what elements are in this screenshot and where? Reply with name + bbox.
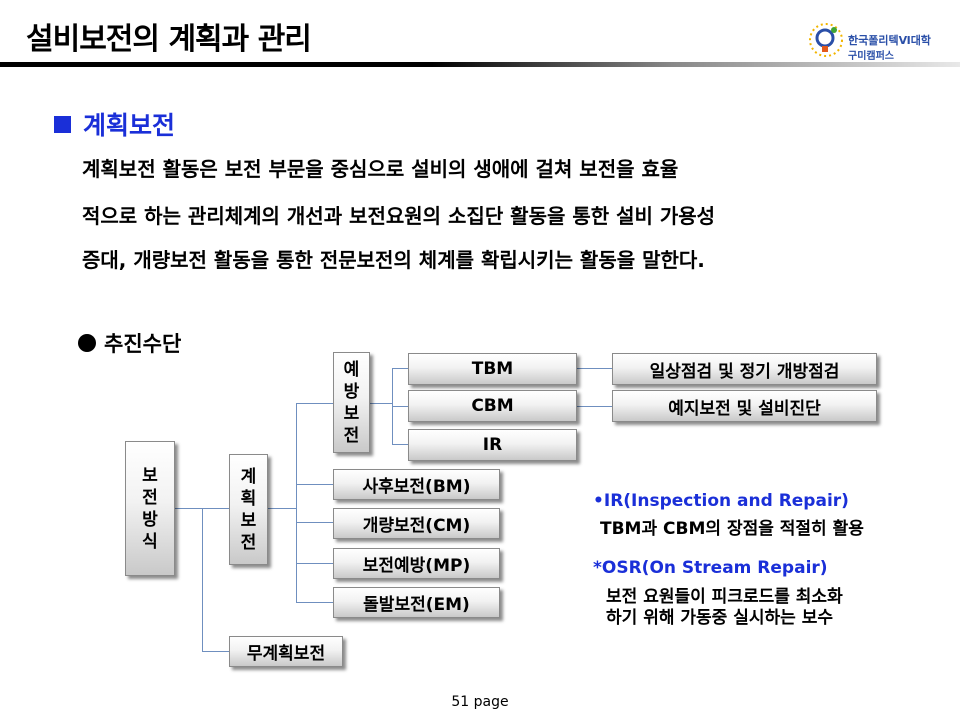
preventive-maintenance-box: 예 방 보 전 bbox=[333, 352, 370, 453]
paragraph-line-3: 증대, 개량보전 활동을 통한 전문보전의 체계를 확립시키는 활동을 말한다. bbox=[82, 248, 705, 272]
corrective-maintenance-box: 개량보전(CM) bbox=[333, 508, 500, 539]
section-heading-text: 계획보전 bbox=[83, 111, 176, 140]
maintenance-method-box: 보 전 방 식 bbox=[125, 441, 175, 576]
bulb-logo-icon bbox=[809, 23, 843, 57]
circle-bullet-icon bbox=[78, 334, 96, 352]
square-bullet-icon bbox=[54, 115, 71, 133]
connector bbox=[296, 522, 333, 523]
breakdown-maintenance-box: 사후보전(BM) bbox=[333, 469, 500, 500]
maintenance-prevention-box: 보전예방(MP) bbox=[333, 548, 500, 579]
emergency-maintenance-box: 돌발보전(EM) bbox=[333, 587, 500, 618]
tbm-box: TBM bbox=[408, 353, 577, 385]
paragraph-line-1: 계획보전 활동은 보전 부문을 중심으로 설비의 생애에 걸쳐 보전을 효율 bbox=[82, 157, 679, 181]
connector bbox=[577, 406, 612, 407]
ir-note-title: •IR(Inspection and Repair) bbox=[593, 491, 849, 511]
connector bbox=[392, 444, 408, 445]
connector bbox=[296, 403, 333, 404]
osr-note-title: *OSR(On Stream Repair) bbox=[593, 558, 828, 578]
means-heading: 추진수단 bbox=[78, 328, 181, 358]
page-title: 설비보전의 계획과 관리 bbox=[26, 22, 312, 57]
paragraph-line-2: 적으로 하는 관리체계의 개선과 보전요원의 소집단 활동을 통한 설비 가용성 bbox=[82, 204, 716, 228]
connector bbox=[296, 484, 333, 485]
logo-college-name: 한국폴리텍Ⅵ대학 bbox=[848, 34, 931, 47]
osr-note-desc-1: 보전 요원들이 피크로드를 최소화 bbox=[606, 587, 843, 607]
logo-campus-name: 구미캠퍼스 bbox=[848, 51, 894, 62]
connector bbox=[392, 368, 408, 369]
unplanned-maintenance-box: 무계획보전 bbox=[229, 636, 343, 667]
page-number: 51 page bbox=[451, 694, 509, 710]
college-logo: 한국폴리텍Ⅵ대학 구미캠퍼스 bbox=[806, 20, 946, 62]
connector bbox=[268, 508, 296, 509]
cbm-detail-box: 예지보전 및 설비진단 bbox=[612, 390, 877, 422]
connector bbox=[577, 368, 612, 369]
connector bbox=[392, 406, 408, 407]
means-heading-text: 추진수단 bbox=[104, 332, 182, 356]
planned-maintenance-box: 계 획 보 전 bbox=[229, 454, 268, 565]
title-underline bbox=[0, 62, 960, 67]
tbm-detail-box: 일상점검 및 정기 개방점검 bbox=[612, 353, 877, 385]
osr-note-desc-2: 하기 위해 가동중 실시하는 보수 bbox=[606, 608, 833, 628]
ir-note-desc: TBM과 CBM의 장점을 적절히 활용 bbox=[600, 519, 864, 539]
cbm-box: CBM bbox=[408, 390, 577, 422]
ir-box: IR bbox=[408, 429, 577, 461]
connector bbox=[296, 403, 297, 603]
connector bbox=[370, 403, 392, 404]
section-heading: 계획보전 bbox=[54, 106, 175, 142]
connector bbox=[296, 602, 333, 603]
connector bbox=[296, 563, 333, 564]
connector bbox=[202, 508, 203, 652]
connector bbox=[202, 651, 229, 652]
